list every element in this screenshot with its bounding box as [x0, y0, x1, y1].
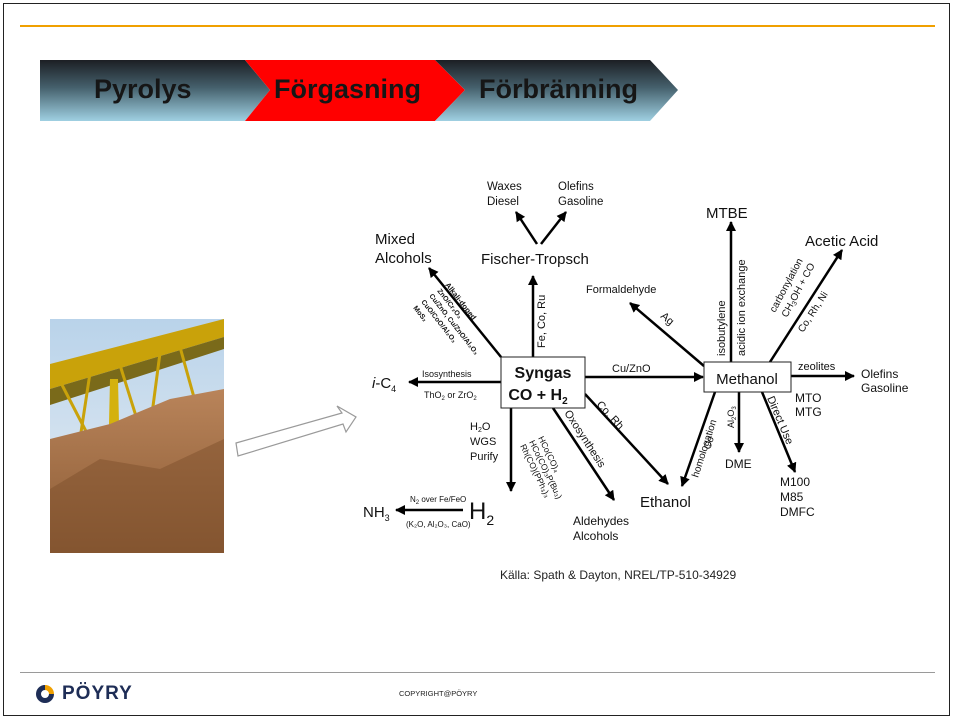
hollow-arrow [235, 405, 357, 457]
product-mixed: Mixed [375, 231, 415, 248]
product-dme: DME [725, 457, 752, 471]
label-direct-use: Direct Use [764, 394, 795, 446]
stage-label-pyrolys: Pyrolys [94, 74, 192, 104]
label-cu-zno: Cu/ZnO [612, 363, 651, 375]
footer-rule [20, 672, 935, 673]
arrow-to-aldehydes [551, 407, 616, 501]
label-co-rh: Co, Rh [594, 399, 626, 432]
product-gasoline-ft: Gasoline [558, 196, 603, 208]
label-purify: Purify [470, 451, 499, 463]
product-m85: M85 [780, 490, 804, 504]
product-alcohols-mixed: Alcohols [375, 250, 432, 267]
arrow-to-m100 [760, 391, 797, 473]
product-h2: H2 [469, 498, 494, 528]
arrow-to-ethanol-from-methanol [680, 391, 717, 487]
label-oxosynthesis: Oxosynthesis [561, 408, 607, 470]
product-alcohols-oxo: Alcohols [573, 529, 618, 543]
product-formaldehyde: Formaldehyde [586, 284, 656, 296]
label-acidic-ion-exchange: acidic ion exchange [736, 259, 748, 356]
label-fe-co-ru: Fe, Co, Ru [536, 295, 548, 348]
poyry-logo-text: PÖYRY [62, 683, 133, 704]
arrow-to-olefins-ft [540, 211, 567, 245]
product-mtg: MTG [795, 405, 822, 419]
product-mtbe: MTBE [706, 205, 748, 222]
product-ethanol: Ethanol [640, 494, 691, 511]
arrow-to-ethanol-from-syngas [584, 393, 669, 485]
stage-label-forgasning: Förgasning [274, 74, 421, 104]
arrow-to-mixed-alcohols [428, 267, 502, 358]
label-tho2-zro2: ThO2 or ZrO2 [424, 390, 477, 402]
syngas-label: Syngas [515, 365, 572, 382]
banner-segment-forgasning [245, 60, 465, 121]
label-n2-over-fe: N2 over Fe/FeO [410, 495, 466, 506]
label-homologation-co: Co [702, 435, 717, 451]
product-dmfc: DMFC [780, 505, 815, 519]
methanol-label: Methanol [716, 371, 778, 388]
label-isobutylene: isobutylene [716, 300, 728, 356]
arrow-to-acetic-acid [768, 249, 844, 363]
product-aldehydes: Aldehydes [573, 514, 629, 528]
fischer-tropsch-label: Fischer-Tropsch [481, 251, 589, 268]
woodchip-conveyor-photo [50, 319, 224, 553]
stage-label-forbranning: Förbränning [479, 74, 638, 104]
product-ic4: i-C4 [372, 375, 396, 394]
syngas-formula: CO + H2 [508, 387, 568, 407]
label-wgs: WGS [470, 436, 496, 448]
arrow-to-formaldehyde [629, 302, 705, 367]
arrow-to-waxes [514, 211, 539, 245]
product-mto: MTO [795, 391, 821, 405]
top-rule [20, 25, 935, 27]
product-gasoline-m: Gasoline [861, 381, 909, 395]
poyry-logo-icon [36, 685, 54, 703]
source-citation: Källa: Spath & Dayton, NREL/TP-510-34929 [500, 568, 737, 582]
product-olefins-ft: Olefins [558, 181, 594, 193]
product-m100: M100 [780, 475, 810, 489]
label-ag: Ag [658, 310, 676, 328]
label-k2o-al2o3-cao: (K₂O, Al₂O₃, CaO) [406, 520, 471, 529]
product-nh3: NH3 [363, 504, 390, 523]
label-zeolites: zeolites [798, 361, 836, 373]
label-h2o: H2O [470, 421, 491, 434]
banner-segment-forbranning [435, 60, 678, 121]
process-banner [40, 60, 678, 121]
slide-frame [3, 3, 950, 716]
poyry-logo: PÖYRY [34, 683, 133, 705]
product-olefins-m: Olefins [861, 367, 898, 381]
product-waxes: Waxes [487, 181, 522, 193]
product-acetic-acid: Acetic Acid [805, 233, 878, 250]
label-al2o3: Al2O3 [726, 406, 738, 428]
banner-segment-pyrolys [40, 60, 270, 121]
methanol-box [703, 361, 792, 393]
syngas-box [500, 356, 586, 409]
copyright-text: COPYRIGHT@PÖYRY [399, 689, 478, 698]
label-isosynthesis: Isosynthesis [422, 369, 472, 379]
product-diesel: Diesel [487, 196, 519, 208]
